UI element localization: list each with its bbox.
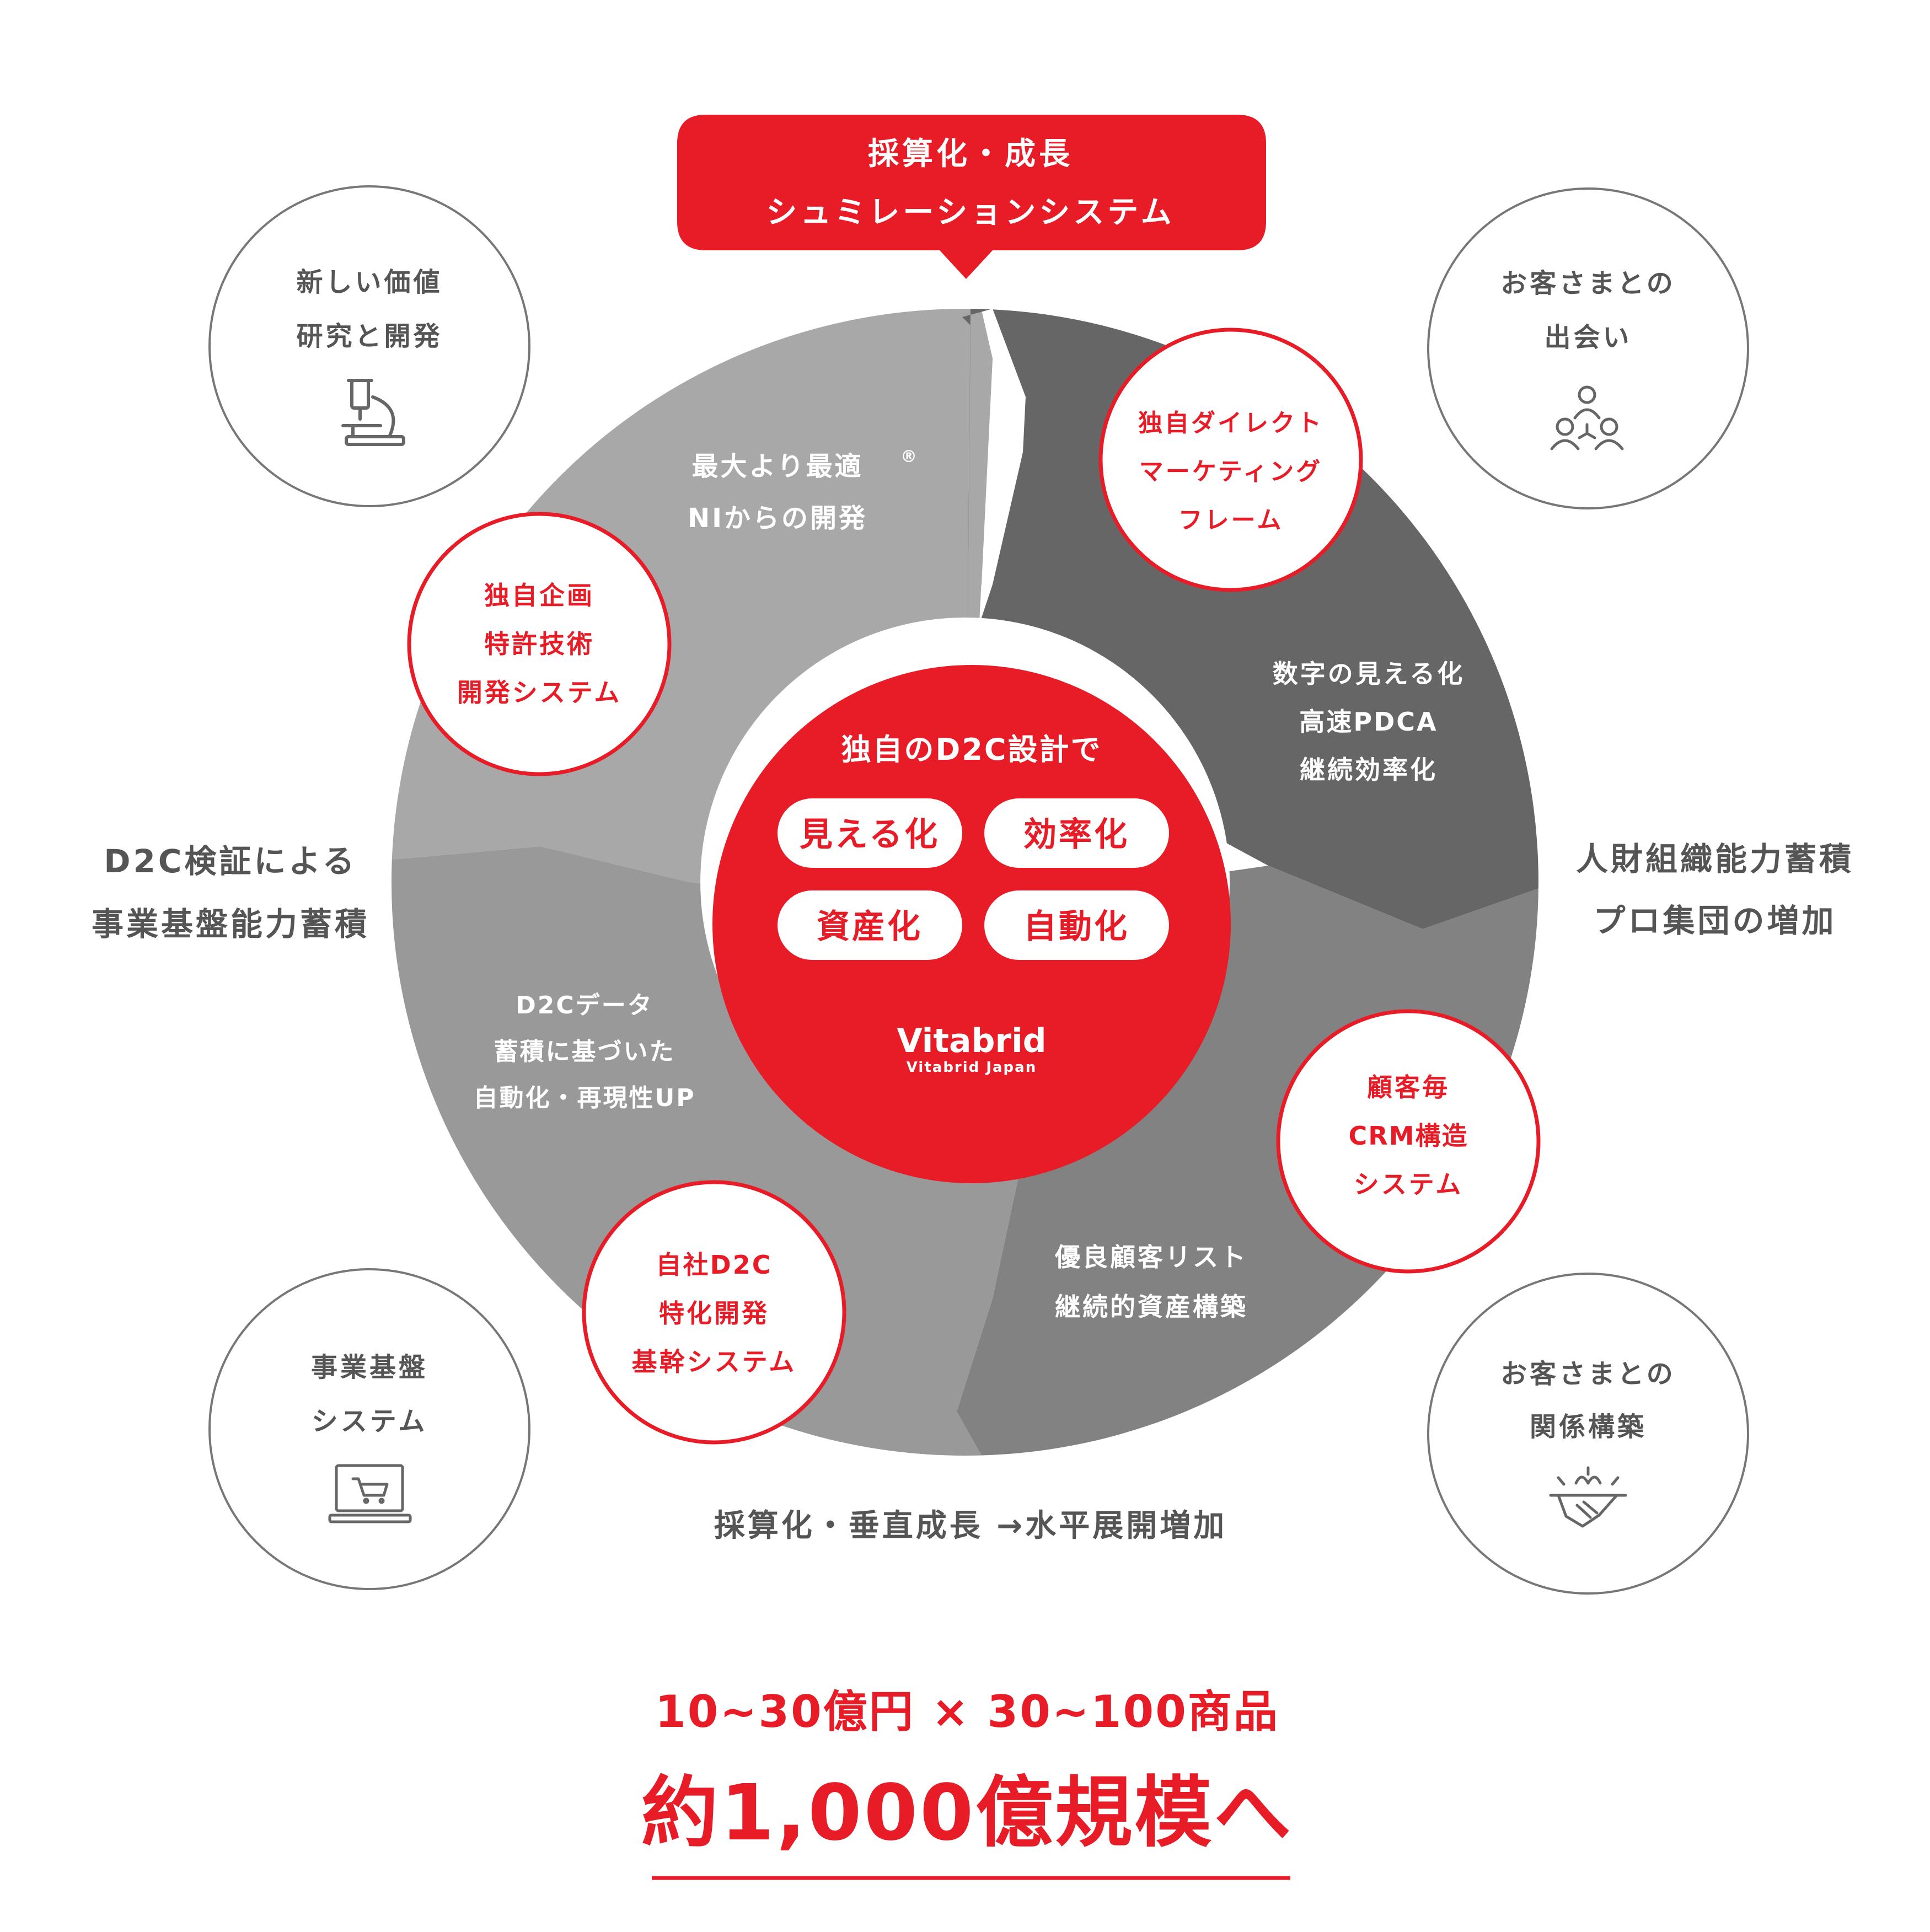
svg-text:優良顧客リスト: 優良顧客リスト [1054,1242,1248,1272]
svg-text:継続的資産構築: 継続的資産構築 [1055,1292,1248,1322]
laptop-cart-icon [328,1464,412,1523]
svg-text:開発システム: 開発システム [457,678,622,707]
side-label-right: 人財組織能力蓄積 プロ集団の増加 [1576,840,1854,940]
corner-top-left: 新しい価値 研究と開発 [208,185,530,507]
svg-text:継続効率化: 継続効率化 [1300,755,1438,785]
svg-text:自社D2C: 自社D2C [656,1250,773,1280]
svg-text:フレーム: フレーム [1178,506,1284,534]
svg-text:新しい価値: 新しい価値 [296,267,442,298]
registered-mark: ® [900,447,917,466]
banner-shape [677,115,1266,279]
footer-line2: 約1,000億規模へ [641,1768,1294,1858]
brand-logo: Vitabrid [897,1022,1046,1060]
svg-text:関係構築: 関係構築 [1530,1412,1647,1442]
svg-text:出会い: 出会い [1544,322,1632,353]
badge-core-system: 自社D2C 特化開発 基幹システム [582,1180,846,1445]
svg-text:特許技術: 特許技術 [484,629,594,659]
pill-efficiency: 効率化 [984,798,1169,868]
badge-marketing: 独自ダイレクト マーケティング フレーム [1098,328,1363,592]
svg-text:自動化・再現性UP: 自動化・再現性UP [474,1084,696,1112]
segment-right-label: 数字の見える化 高速PDCA 継続効率化 [1273,659,1465,785]
people-group-icon [1550,385,1624,450]
side-label-left: D2C検証による 事業基盤能力蓄積 [92,842,369,943]
svg-text:マーケティング: マーケティング [1139,458,1322,486]
svg-text:お客さまとの: お客さまとの [1500,1359,1676,1389]
corner-bottom-right: お客さまとの 関係構築 [1427,1273,1749,1595]
svg-text:見える化: 見える化 [800,815,940,854]
banner-line1: 採算化・成長 [868,136,1073,172]
svg-text:高速PDCA: 高速PDCA [1299,707,1438,737]
svg-text:D2Cデータ: D2Cデータ [516,991,653,1019]
svg-text:人財組織能力蓄積: 人財組織能力蓄積 [1576,840,1854,878]
svg-text:プロ集団の増加: プロ集団の増加 [1593,902,1836,940]
svg-text:CRM構造: CRM構造 [1349,1121,1468,1151]
center-heading: 独自のD2C設計で [841,732,1102,767]
svg-text:D2C検証による: D2C検証による [104,842,357,880]
top-banner: 採算化・成長 シュミレーションシステム [677,115,1266,279]
center-hub: 独自のD2C設計で 見える化 効率化 資産化 自動化 Vitabrid Vita… [712,665,1231,1183]
svg-text:数字の見える化: 数字の見える化 [1273,659,1465,689]
footer: 10~30億円 × 30~100商品 約1,000億規模へ [641,1686,1294,1880]
svg-text:独自ダイレクト: 独自ダイレクト [1138,409,1323,437]
badge-crm: 顧客毎 CRM構造 システム [1276,1009,1541,1274]
svg-text:独自企画: 独自企画 [484,581,594,610]
handshake-icon [1549,1466,1627,1528]
segment-top-left-label: 最大より最適 ® NIからの開発 [688,447,917,534]
svg-text:NIからの開発: NIからの開発 [688,503,867,534]
footer-line1: 10~30億円 × 30~100商品 [655,1686,1279,1737]
svg-text:事業基盤能力蓄積: 事業基盤能力蓄積 [92,905,369,943]
svg-text:お客さまとの: お客さまとの [1500,268,1676,299]
banner-line2: シュミレーションシステム [766,195,1175,230]
svg-text:効率化: 効率化 [1023,815,1129,854]
svg-text:蓄積に基づいた: 蓄積に基づいた [494,1038,675,1066]
svg-text:最大より最適: 最大より最適 [691,451,863,482]
pill-automation: 自動化 [984,890,1169,960]
svg-text:研究と開発: 研究と開発 [296,321,442,352]
svg-text:基幹システム: 基幹システム [632,1347,797,1377]
svg-text:事業基盤: 事業基盤 [311,1352,428,1383]
svg-text:顧客毎: 顧客毎 [1367,1072,1450,1102]
segment-left-label: D2Cデータ 蓄積に基づいた 自動化・再現性UP [474,991,696,1112]
pill-assetization: 資産化 [778,890,962,960]
svg-text:資産化: 資産化 [817,908,923,946]
side-label-bottom: 採算化・垂直成長 →水平展開増加 [714,1508,1227,1544]
svg-text:システム: システム [312,1406,428,1437]
center-circle [712,665,1231,1183]
svg-text:システム: システム [1354,1169,1463,1199]
corner-top-right: お客さまとの 出会い [1427,187,1749,509]
microscope-icon [341,379,405,446]
corner-bottom-left: 事業基盤 システム [208,1268,530,1590]
svg-text:自動化: 自動化 [1023,908,1129,946]
svg-text:特化開発: 特化開発 [659,1298,769,1328]
segment-bottom-right-label: 優良顧客リスト 継続的資産構築 [1054,1242,1248,1322]
pill-visualize: 見える化 [778,798,962,868]
brand-sub: Vitabrid Japan [907,1059,1037,1076]
badge-planning: 独自企画 特許技術 開発システム [407,512,672,776]
